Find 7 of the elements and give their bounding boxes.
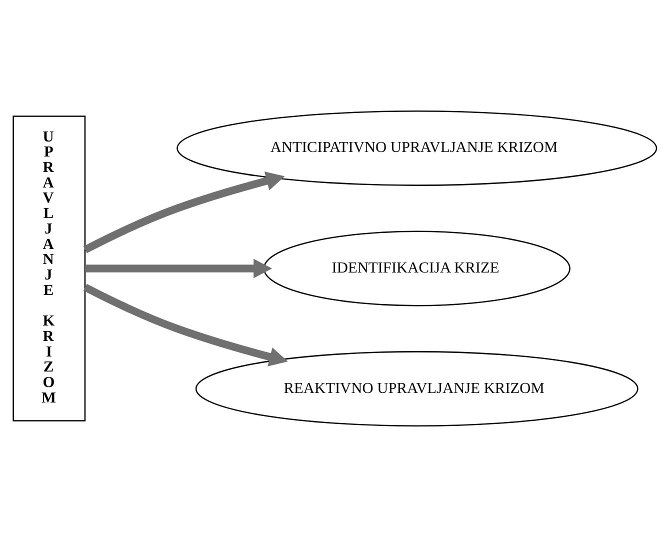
arrow	[83, 171, 285, 253]
node-box: UPRAVLJANJE KRIZOM	[12, 115, 86, 421]
node-ellipse: ANTICIPATIVNO UPRAVLJANJE KRIZOM	[176, 110, 658, 186]
arrow	[83, 283, 288, 366]
arrow	[85, 258, 272, 278]
node-ellipse: IDENTIFIKACIJA KRIZE	[263, 230, 570, 306]
node-ellipse: REAKTIVNO UPRAVLJANJE KRIZOM	[195, 350, 638, 426]
